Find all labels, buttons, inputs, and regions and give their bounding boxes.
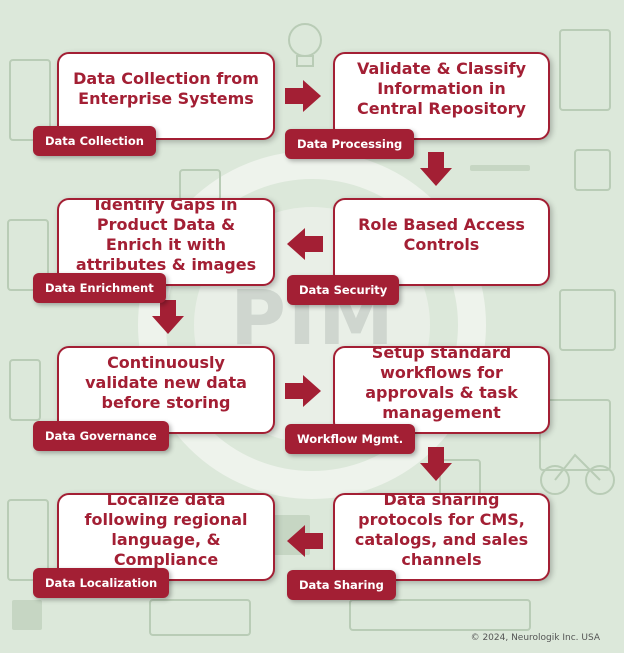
step-description: Validate & Classify Information in Centr… bbox=[347, 59, 536, 119]
step-tag-workflow-mgmt: Workflow Mgmt. bbox=[285, 424, 415, 454]
arrow-left-icon bbox=[287, 525, 323, 557]
step-description: Continuously validate new data before st… bbox=[71, 353, 261, 413]
step-description: Localize data following regional languag… bbox=[71, 490, 261, 570]
arrow-down-icon bbox=[420, 447, 452, 481]
copyright-notice: © 2024, Neurologik Inc. USA bbox=[471, 633, 600, 643]
step-card-data-processing: Validate & Classify Information in Centr… bbox=[333, 52, 550, 140]
step-card-workflow-mgmt: Setup standard workflows for approvals &… bbox=[333, 346, 550, 434]
arrow-left-icon bbox=[287, 228, 323, 260]
arrow-right-icon bbox=[285, 375, 321, 407]
step-tag-data-governance: Data Governance bbox=[33, 421, 169, 451]
step-description: Role Based Access Controls bbox=[347, 215, 536, 255]
step-tag-data-collection: Data Collection bbox=[33, 126, 156, 156]
step-tag-data-processing: Data Processing bbox=[285, 129, 414, 159]
arrow-down-icon bbox=[152, 300, 184, 334]
step-description: Data Collection from Enterprise Systems bbox=[71, 69, 261, 109]
step-tag-data-localization: Data Localization bbox=[33, 568, 169, 598]
step-description: Data sharing protocols for CMS, catalogs… bbox=[347, 490, 536, 570]
step-card-data-sharing: Data sharing protocols for CMS, catalogs… bbox=[333, 493, 550, 581]
step-description: Identify Gaps in Product Data & Enrich i… bbox=[71, 195, 261, 275]
arrow-down-icon bbox=[420, 152, 452, 186]
step-description: Setup standard workflows for approvals &… bbox=[347, 343, 536, 423]
step-card-data-security: Role Based Access Controls bbox=[333, 198, 550, 286]
arrow-right-icon bbox=[285, 80, 321, 112]
step-tag-data-sharing: Data Sharing bbox=[287, 570, 396, 600]
step-tag-data-enrichment: Data Enrichment bbox=[33, 273, 166, 303]
step-tag-data-security: Data Security bbox=[287, 275, 399, 305]
